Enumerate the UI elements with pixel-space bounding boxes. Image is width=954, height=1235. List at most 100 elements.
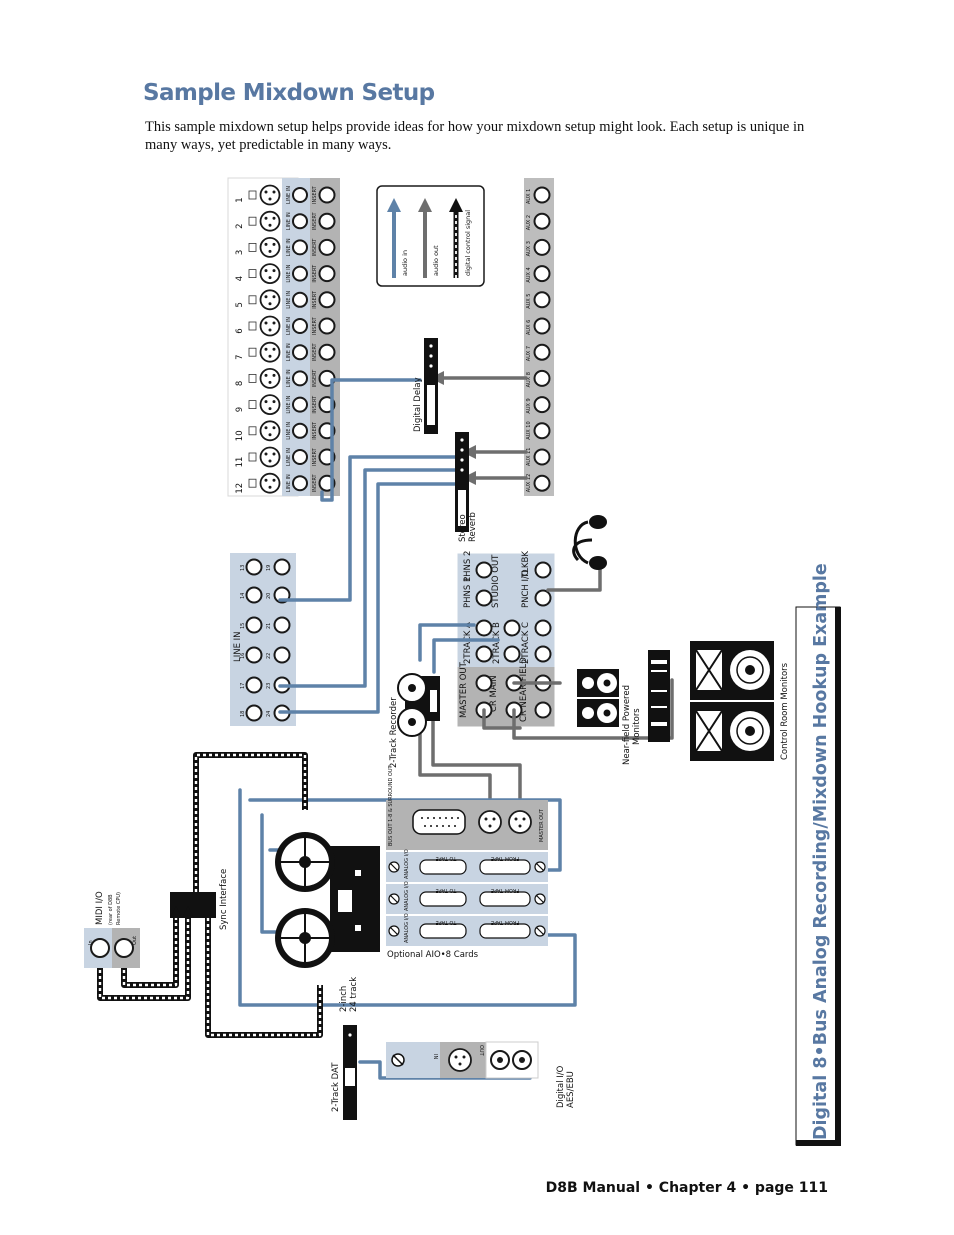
- phantom-switch: [248, 321, 257, 331]
- line-in-number: 13: [240, 565, 246, 571]
- to-tape-dsub: [419, 859, 467, 875]
- rear-panel: BUS OUT 1-8 & SURROUND OUT MASTER OUT AN…: [386, 765, 548, 960]
- aux-label: AUX 8: [526, 372, 532, 387]
- xlr-pin: [272, 478, 276, 482]
- analog-io-label: ANALOG I/O: [404, 913, 410, 943]
- insert-label: INSERT: [312, 185, 318, 204]
- channel-number: 10: [235, 430, 245, 441]
- xlr-pin: [272, 216, 276, 220]
- label-phones-2: PHNS 2: [463, 551, 473, 582]
- insert-label: INSERT: [312, 290, 318, 309]
- to-tape-label: TO TAPE: [436, 887, 458, 893]
- insert-label: INSERT: [312, 212, 318, 231]
- insert-jack: [318, 265, 336, 283]
- insert-label: INSERT: [312, 395, 318, 414]
- label-pnch-io: PNCH I/O: [521, 569, 531, 608]
- line-in-label: LINE IN: [286, 395, 292, 413]
- channel-number: 6: [235, 328, 245, 333]
- xlr-pin: [272, 373, 276, 377]
- xlr-pin: [264, 295, 268, 299]
- dat-recorder: 2-Track DAT: [331, 1025, 357, 1120]
- label-studio-out: STUDIO OUT: [491, 554, 501, 608]
- channel-number: 2: [235, 223, 245, 228]
- to-tape-dsub: [419, 923, 467, 939]
- insert-label: INSERT: [312, 264, 318, 283]
- line-in-label: LINE IN: [286, 291, 292, 309]
- control-room-monitors: Control Room Monitors: [690, 641, 790, 761]
- xlr-pin: [268, 459, 272, 463]
- line-in-number: 19: [266, 565, 272, 571]
- aux-send-jack: [533, 422, 551, 440]
- aux-label: AUX 9: [526, 398, 532, 413]
- xlr-pin: [264, 452, 268, 456]
- xlr-pin: [268, 433, 272, 437]
- aux-send-jack: [533, 369, 551, 387]
- mic-xlr-input: [259, 420, 281, 442]
- insert-label: INSERT: [312, 421, 318, 440]
- line-in-title: LINE IN: [233, 631, 243, 662]
- mic-xlr-input: [259, 472, 281, 494]
- from-tape-label: FROM TAPE: [491, 919, 519, 925]
- line-in-jack: [292, 187, 308, 203]
- mic-xlr-input: [259, 236, 281, 258]
- insert-label: INSERT: [312, 316, 318, 335]
- aux-send-jack: [533, 343, 551, 361]
- mic-xlr-input: [259, 367, 281, 389]
- label-2track-a: 2TRACK A: [463, 622, 473, 664]
- mic-xlr-input: [259, 263, 281, 285]
- xlr-pin: [272, 452, 276, 456]
- xlr-pin: [272, 269, 276, 273]
- phantom-switch: [248, 373, 257, 383]
- line-in-jack: [245, 558, 263, 576]
- aux-send-jack: [533, 265, 551, 283]
- digital-out-label: OUT: [478, 1045, 484, 1057]
- line-in-number: 23: [266, 683, 272, 689]
- xlr-pin: [264, 478, 268, 482]
- legend-audio-in: audio in: [401, 250, 409, 276]
- to-tape-label: TO TAPE: [436, 855, 458, 861]
- line-in-number: 20: [266, 593, 272, 599]
- nearfield-label-1: Near-field Powered: [622, 685, 632, 765]
- reverb-label-2: Reverb: [468, 512, 478, 542]
- aux-label: AUX 5: [526, 294, 532, 309]
- side-banner-text: Digital 8•Bus Analog Recording/Mixdown H…: [811, 563, 831, 1140]
- to-tape-label: TO TAPE: [436, 919, 458, 925]
- line-in-number: 14: [240, 593, 246, 599]
- label-master-out: MASTER OUT: [459, 661, 469, 718]
- insert-jack: [318, 317, 336, 335]
- mic-xlr-input: [259, 210, 281, 232]
- control-room-label: Control Room Monitors: [780, 662, 790, 760]
- channel-number: 3: [235, 250, 245, 255]
- xlr-pin: [272, 295, 276, 299]
- phantom-switch: [248, 452, 257, 462]
- midi-sub-1: (rear of D8B: [108, 894, 114, 925]
- sync-interface-label: Sync Interface: [219, 869, 229, 930]
- phantom-switch: [248, 426, 257, 436]
- line-in-number: 17: [240, 683, 246, 689]
- from-tape-dsub: [479, 891, 531, 907]
- insert-label: INSERT: [312, 369, 318, 388]
- mic-xlr-input: [259, 184, 281, 206]
- midi-sub-2: Remote CPU): [116, 892, 122, 925]
- line-in-label: LINE IN: [286, 317, 292, 335]
- midi-out-label: Out: [132, 936, 138, 945]
- phantom-switch: [248, 216, 257, 226]
- xlr-pin: [264, 347, 268, 351]
- line-in-jack: [273, 616, 291, 634]
- xlr-pin: [268, 197, 272, 201]
- digital-delay-label: Digital Delay: [413, 377, 423, 432]
- aux-send-jack: [533, 474, 551, 492]
- line-in-label: LINE IN: [286, 448, 292, 466]
- screw-slot: [389, 926, 399, 936]
- phantom-switch: [248, 347, 257, 357]
- xlr-pin: [272, 426, 276, 430]
- phantom-switch: [248, 269, 257, 279]
- xlr-pin: [268, 485, 272, 489]
- aux-send-jack: [533, 396, 551, 414]
- stereo-reverb: Stereo Reverb: [455, 432, 478, 542]
- phantom-switch: [248, 190, 257, 200]
- line-in-jack: [292, 265, 308, 282]
- xlr-pin: [272, 400, 276, 404]
- line-in-jack: [245, 704, 263, 722]
